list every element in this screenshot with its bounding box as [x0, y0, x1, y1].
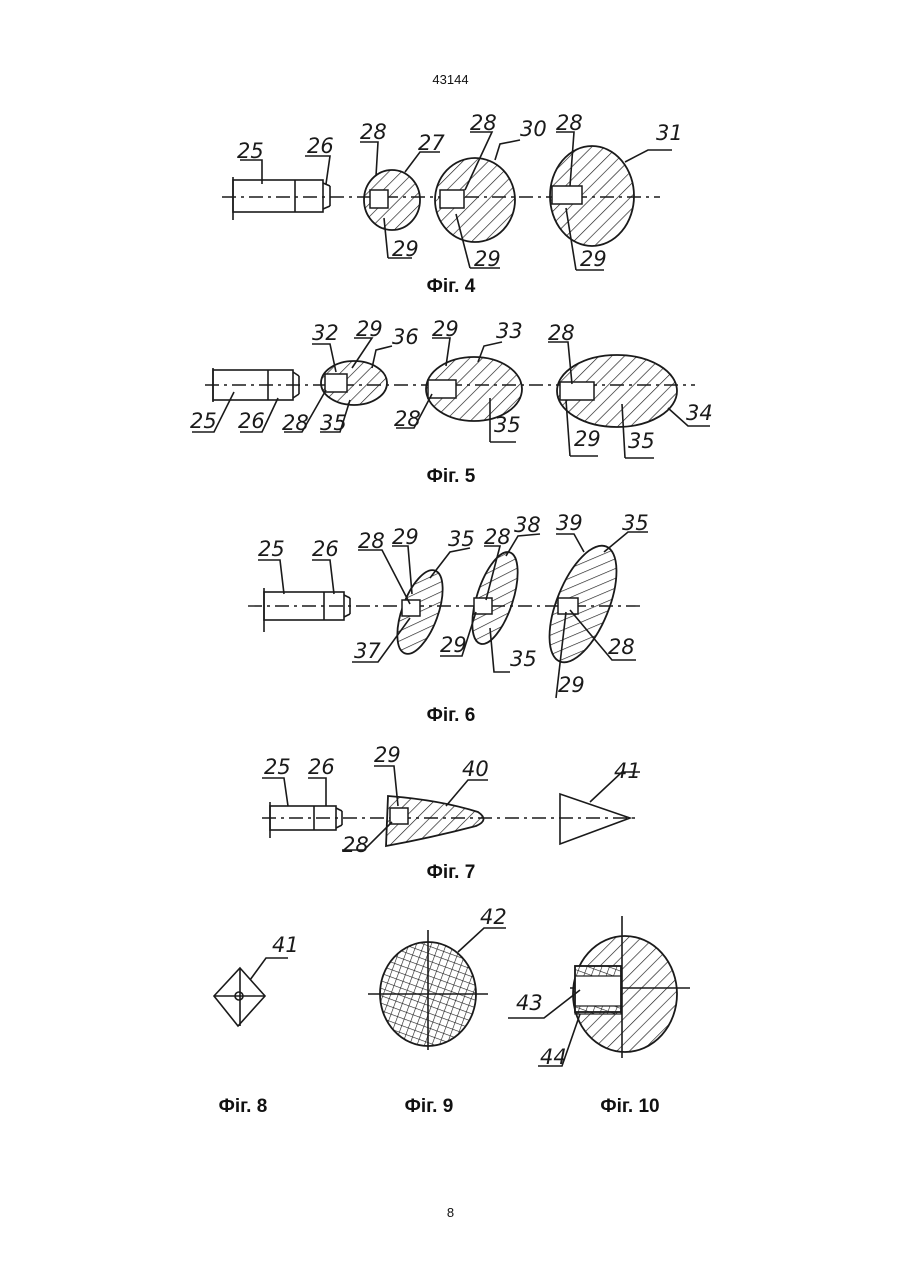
figure-10: 43 44: [508, 916, 690, 1069]
fig6-label-29b: 29: [440, 633, 467, 657]
fig4-label-30: 30: [520, 117, 547, 141]
fig6-label-38: 38: [514, 513, 541, 537]
figure-5: 32 29 36 29 33 28 25 26 28 35 28 35 29 3…: [190, 317, 713, 458]
caption-fig-7: Фіг. 7: [371, 862, 531, 884]
fig5-label-33: 33: [496, 319, 523, 343]
fig6-label-29c: 29: [558, 673, 585, 697]
fig4-label-28b: 28: [470, 111, 497, 135]
fig6-label-35b: 35: [622, 511, 649, 535]
fig5-label-28b: 28: [282, 411, 309, 435]
fig7-label-40: 40: [462, 757, 489, 781]
caption-fig-9: Фіг. 9: [349, 1096, 509, 1118]
fig6-label-28a: 28: [358, 529, 385, 553]
fig4-label-29c: 29: [580, 247, 607, 271]
figure-7: 25 26 29 40 41 28: [262, 743, 641, 857]
fig7-label-25: 25: [264, 755, 291, 779]
fig6-label-35c: 35: [510, 647, 537, 671]
fig9-body-42: [380, 942, 476, 1046]
fig7-label-26: 26: [308, 755, 335, 779]
fig4-label-29a: 29: [392, 237, 419, 261]
fig10-label-44: 44: [540, 1045, 567, 1069]
fig5-label-29b: 29: [432, 317, 459, 341]
fig5-label-29c: 29: [574, 427, 601, 451]
caption-fig-6: Фіг. 6: [371, 705, 531, 727]
caption-fig-4: Фіг. 4: [371, 276, 531, 298]
fig9-label-42: 42: [480, 905, 507, 929]
fig4-label-31: 31: [656, 121, 683, 145]
fig5-label-35a: 35: [320, 411, 347, 435]
fig7-tool: [270, 802, 342, 838]
caption-fig-5: Фіг. 5: [371, 466, 531, 488]
fig5-label-35b: 35: [494, 413, 521, 437]
fig6-label-37: 37: [354, 639, 381, 663]
fig5-label-28a: 28: [548, 321, 575, 345]
fig4-label-29b: 29: [474, 247, 501, 271]
fig4-label-28a: 28: [360, 120, 387, 144]
figure-6: 25 26 28 29 35 28 38 39 35 37 29 35 28 2…: [248, 511, 649, 698]
caption-fig-10: Фіг. 10: [550, 1096, 710, 1118]
fig5-label-35c: 35: [628, 429, 655, 453]
fig5-label-34: 34: [686, 401, 713, 425]
fig7-label-29: 29: [374, 743, 401, 767]
fig4-tool: [233, 177, 330, 220]
fig6-label-35a: 35: [448, 527, 475, 551]
fig6-label-28b: 28: [484, 525, 511, 549]
fig6-tool: [264, 588, 350, 632]
figure-4: 25 26 28 27 29 28 30 29 28 31 29: [222, 111, 683, 271]
fig5-label-36: 36: [392, 325, 419, 349]
fig6-label-29a: 29: [392, 525, 419, 549]
fig5-label-26: 26: [238, 409, 265, 433]
fig4-label-25: 25: [237, 139, 264, 163]
figure-8: 41: [214, 933, 299, 1026]
fig5-label-32: 32: [312, 321, 339, 345]
caption-fig-8: Фіг. 8: [163, 1096, 323, 1118]
fig5-label-28c: 28: [394, 407, 421, 431]
fig5-label-25: 25: [190, 409, 217, 433]
page-number: 8: [0, 1205, 901, 1220]
fig8-label-41: 41: [272, 933, 299, 957]
fig6-label-28c: 28: [608, 635, 635, 659]
fig4-label-28c: 28: [556, 111, 583, 135]
fig7-label-28: 28: [342, 833, 369, 857]
fig4-label-27: 27: [418, 131, 445, 155]
fig6-label-26: 26: [312, 537, 339, 561]
fig10-layer-44: [575, 1006, 621, 1014]
fig5-label-29a: 29: [356, 317, 383, 341]
fig10-label-43: 43: [516, 991, 543, 1015]
figure-9: 42: [368, 905, 507, 1050]
fig6-label-25: 25: [258, 537, 285, 561]
fig4-label-26: 26: [307, 134, 334, 158]
fig7-cone-41: [560, 794, 630, 844]
fig6-label-39: 39: [556, 511, 583, 535]
fig7-label-41: 41: [614, 759, 641, 783]
